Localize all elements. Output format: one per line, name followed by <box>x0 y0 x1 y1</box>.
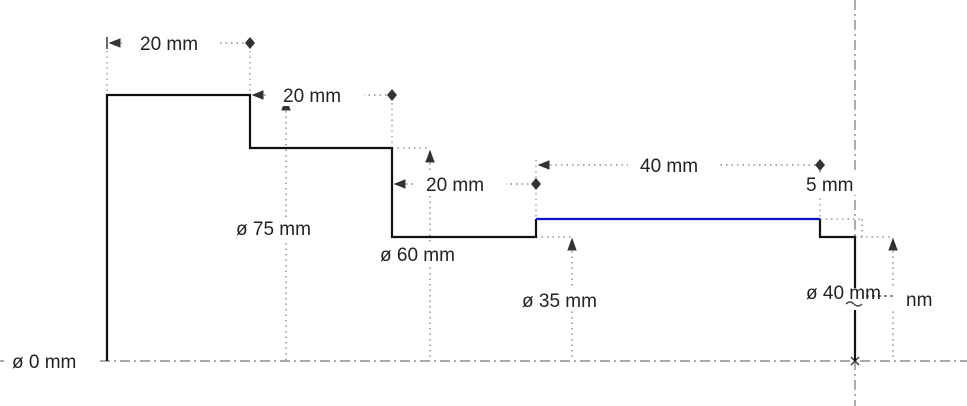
shaft-profile-outline[interactable] <box>105 93 538 361</box>
dimension-label-dia-75[interactable]: ø 75 mm <box>236 219 311 240</box>
arrow-head-icon <box>537 160 550 170</box>
dimension-label-dia-35[interactable]: ø 35 mm <box>522 291 597 312</box>
dimension-label-dia-60[interactable]: ø 60 mm <box>380 245 455 266</box>
endpoint-dot-icon <box>815 159 825 171</box>
endpoint-dot-icon <box>245 37 255 49</box>
tilde-fragment-icon <box>845 301 863 307</box>
label-background <box>628 154 720 176</box>
label-background <box>414 173 506 195</box>
arrow-head-icon <box>567 237 577 251</box>
endpoint-dot-icon <box>531 178 541 190</box>
dimension-label-len-2[interactable]: 20 mm <box>283 86 341 107</box>
label-background <box>268 84 364 106</box>
dimension-label-len-5[interactable]: 5 mm <box>806 175 854 196</box>
label-background <box>518 289 622 311</box>
dimension-label-len-1[interactable]: 20 mm <box>140 34 198 55</box>
dimension-label-len-4[interactable]: 40 mm <box>640 156 698 177</box>
endpoint-dot-icon <box>387 89 397 101</box>
dimension-label-dia-hidden[interactable]: nm <box>906 290 932 311</box>
dimension-label-len-3[interactable]: 20 mm <box>426 175 484 196</box>
arrow-head-icon <box>108 38 121 48</box>
label-background <box>842 288 942 310</box>
label-background <box>122 32 218 54</box>
label-background <box>376 243 480 265</box>
dimension-label-dia-0[interactable]: ø 0 mm <box>12 352 76 373</box>
arrow-head-icon <box>888 237 898 251</box>
dimension-label-dia-40[interactable]: ø 40 mm <box>806 283 881 304</box>
label-background <box>4 350 100 372</box>
arrow-head-icon <box>425 149 435 163</box>
label-background <box>803 173 869 195</box>
label-background <box>232 217 336 239</box>
arrow-head-icon <box>251 90 264 100</box>
arrow-head-icon <box>393 179 406 189</box>
